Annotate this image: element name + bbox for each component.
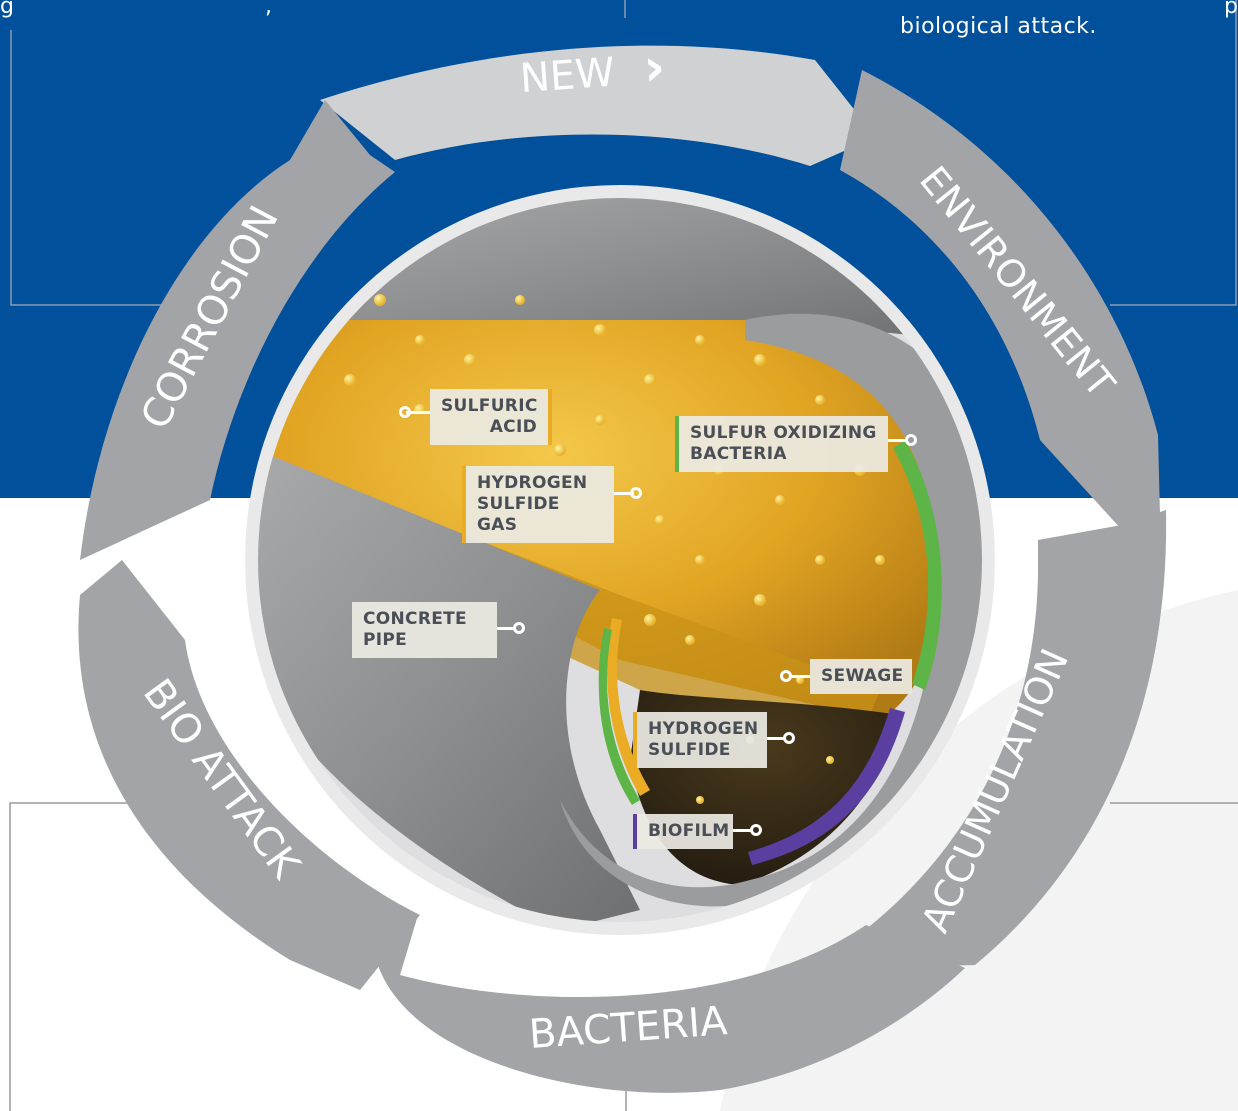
hydrogen-sulfide-pointer xyxy=(783,732,795,744)
green-bacteria-left xyxy=(598,628,640,805)
callout-sulfur-oxidizing-bacteria: SULFUR OXIDIZING BACTERIA xyxy=(675,416,888,472)
top-left-panel-frame xyxy=(10,30,175,306)
yellow-acid-layer xyxy=(607,618,650,796)
callout-line: SULFUR OXIDIZING xyxy=(690,423,877,443)
sulfuric-acid-leader xyxy=(406,411,430,414)
callout-hydrogen-sulfide-gas: HYDROGEN SULFIDE GAS xyxy=(462,466,614,543)
callout-line: BIOFILM xyxy=(648,821,730,841)
callout-line: SEWAGE xyxy=(821,666,904,686)
callout-concrete-pipe: CONCRETE PIPE xyxy=(352,602,497,658)
callout-biofilm: BIOFILM xyxy=(633,814,733,849)
callout-line: HYDROGEN xyxy=(477,473,588,493)
callout-hydrogen-sulfide: HYDROGEN SULFIDE xyxy=(633,712,767,768)
callout-line: ACID xyxy=(489,417,537,437)
callout-sewage: SEWAGE xyxy=(810,659,912,694)
bottom-left-panel-frame xyxy=(9,802,150,1111)
arrow-new-label: NEW xyxy=(519,50,617,102)
arrow-bacteria-shape xyxy=(375,915,965,1093)
hydrogen-sulfide-gas-leader xyxy=(614,492,634,495)
sewage-pointer xyxy=(780,670,792,682)
concrete-pipe-leader xyxy=(497,627,515,630)
arrow-accumulation-shape xyxy=(852,510,1167,968)
callout-line: BACTERIA xyxy=(690,444,787,464)
biofilm-layer xyxy=(748,708,905,865)
arrow-corrosion-shape xyxy=(80,100,395,560)
callout-line: SULFIDE GAS xyxy=(477,494,560,535)
callout-line: SULFIDE xyxy=(648,740,731,760)
callout-line: PIPE xyxy=(363,630,408,650)
cycle-ring xyxy=(78,45,1167,1093)
biofilm-leader xyxy=(733,829,753,832)
hydrogen-sulfide-gas-pointer xyxy=(630,487,642,499)
concrete-pipe-pointer xyxy=(513,622,525,634)
pipe-lower-wall xyxy=(258,455,640,922)
callout-line: HYDROGEN xyxy=(648,719,759,739)
top-right-text-line: biological attack. xyxy=(900,14,1097,39)
sulfur-bacteria-pointer xyxy=(905,434,917,446)
top-left-text-comma: , xyxy=(265,0,273,19)
top-left-text-fragment: g xyxy=(0,0,15,19)
callout-sulfuric-acid: SULFURIC ACID xyxy=(430,389,552,445)
green-bacteria-layer xyxy=(893,440,942,690)
sulfur-bacteria-leader xyxy=(888,439,908,442)
callout-line: SULFURIC xyxy=(441,396,538,416)
sewage-leader xyxy=(790,675,810,678)
biofilm-pointer xyxy=(750,824,762,836)
callout-line: CONCRETE xyxy=(363,609,467,629)
top-right-panel-frame xyxy=(1110,0,1237,306)
bubbles xyxy=(344,294,885,804)
hydrogen-sulfide-leader xyxy=(767,737,785,740)
arrow-environment-shape xyxy=(840,70,1160,530)
arrow-bio-attack-shape xyxy=(78,560,420,990)
arrow-new-shape xyxy=(320,45,876,166)
top-right-text-fragment: p xyxy=(1224,0,1238,19)
new-chevron-icon: › xyxy=(642,37,668,98)
sulfuric-acid-pointer xyxy=(399,406,411,418)
